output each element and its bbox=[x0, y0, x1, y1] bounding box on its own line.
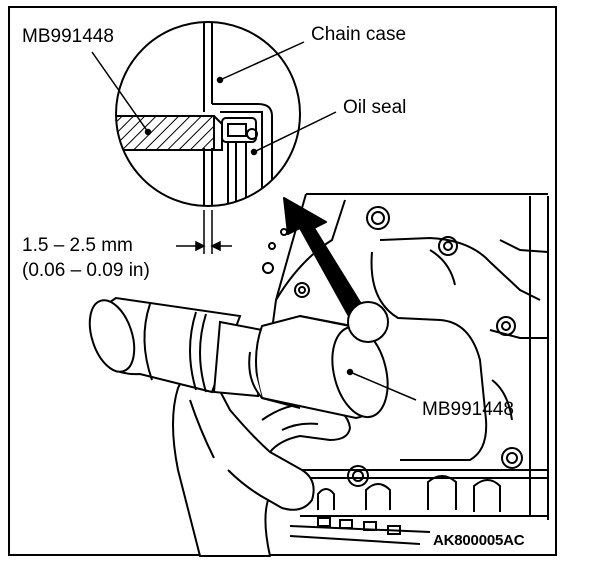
oil-seal-label: Oil seal bbox=[343, 97, 407, 118]
dimension-mm-label: 1.5 – 2.5 mm bbox=[22, 235, 133, 256]
engine-block bbox=[262, 193, 549, 545]
detail-pointer bbox=[283, 197, 389, 343]
installer-tool bbox=[88, 296, 389, 420]
detail-magnifier bbox=[115, 21, 301, 207]
tool-label-bottom: MB991448 bbox=[422, 399, 514, 420]
dimension-marker bbox=[176, 210, 232, 254]
leader-lines bbox=[91, 41, 417, 401]
tool-label-top: MB991448 bbox=[22, 26, 114, 47]
figure-code: AK800005AC bbox=[431, 532, 527, 549]
chain-case-label: Chain case bbox=[311, 24, 407, 45]
hand bbox=[172, 369, 351, 557]
dimension-in-label: (0.06 – 0.09 in) bbox=[22, 260, 150, 281]
figure-border bbox=[8, 6, 557, 556]
